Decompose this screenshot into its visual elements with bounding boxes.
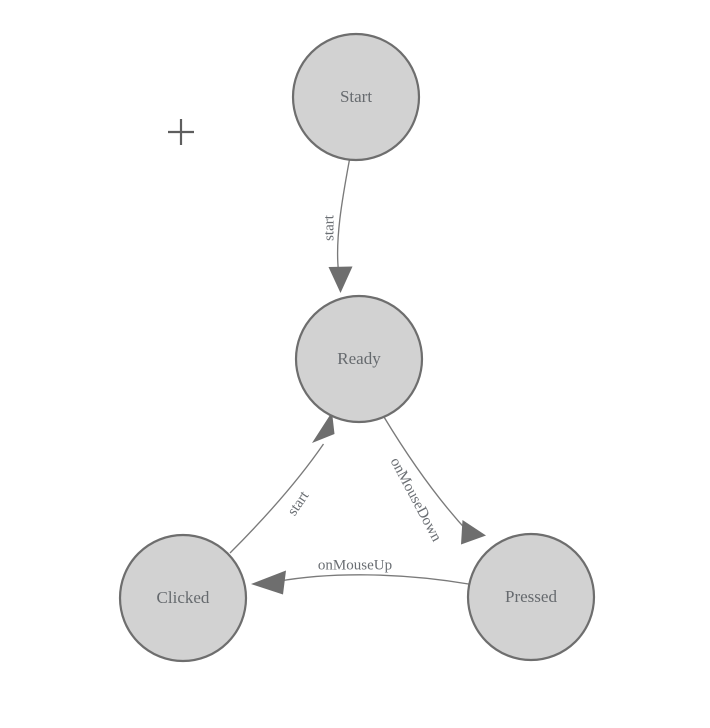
node-circle[interactable] <box>118 533 248 663</box>
node-pressed[interactable]: Pressed <box>466 532 596 662</box>
node-start[interactable]: Start <box>291 32 421 162</box>
arrowhead-icon <box>461 520 486 545</box>
node-circle[interactable] <box>291 32 421 162</box>
edge-line[interactable] <box>383 416 471 535</box>
arrowhead-icon <box>328 266 353 293</box>
arrowhead-icon <box>251 570 286 595</box>
arrowhead-icon <box>312 412 335 443</box>
edge-ready-to-pressed[interactable]: onMouseDown <box>383 416 486 545</box>
edge-label-onmousedown: onMouseDown <box>387 455 445 545</box>
node-label: Start <box>340 87 372 106</box>
node-ready[interactable]: Ready <box>294 294 424 424</box>
node-label: Pressed <box>505 587 557 606</box>
node-clicked[interactable]: Clicked <box>118 533 248 663</box>
plus-marker-icon[interactable] <box>168 119 194 145</box>
edge-pressed-to-clicked[interactable]: onMouseUp <box>251 557 469 595</box>
edge-start-to-ready[interactable]: start <box>321 159 353 294</box>
edge-label-start-2: start <box>285 488 313 519</box>
edge-label-onmouseup: onMouseUp <box>318 557 392 573</box>
node-circle[interactable] <box>466 532 596 662</box>
edge-clicked-to-ready[interactable]: start <box>229 412 335 554</box>
edge-line[interactable] <box>276 574 469 585</box>
edge-line[interactable] <box>229 443 325 554</box>
edge-line[interactable] <box>336 159 351 272</box>
edge-label-start: start <box>321 214 337 241</box>
node-label: Clicked <box>157 588 210 607</box>
node-circle[interactable] <box>294 294 424 424</box>
node-label: Ready <box>337 349 381 368</box>
